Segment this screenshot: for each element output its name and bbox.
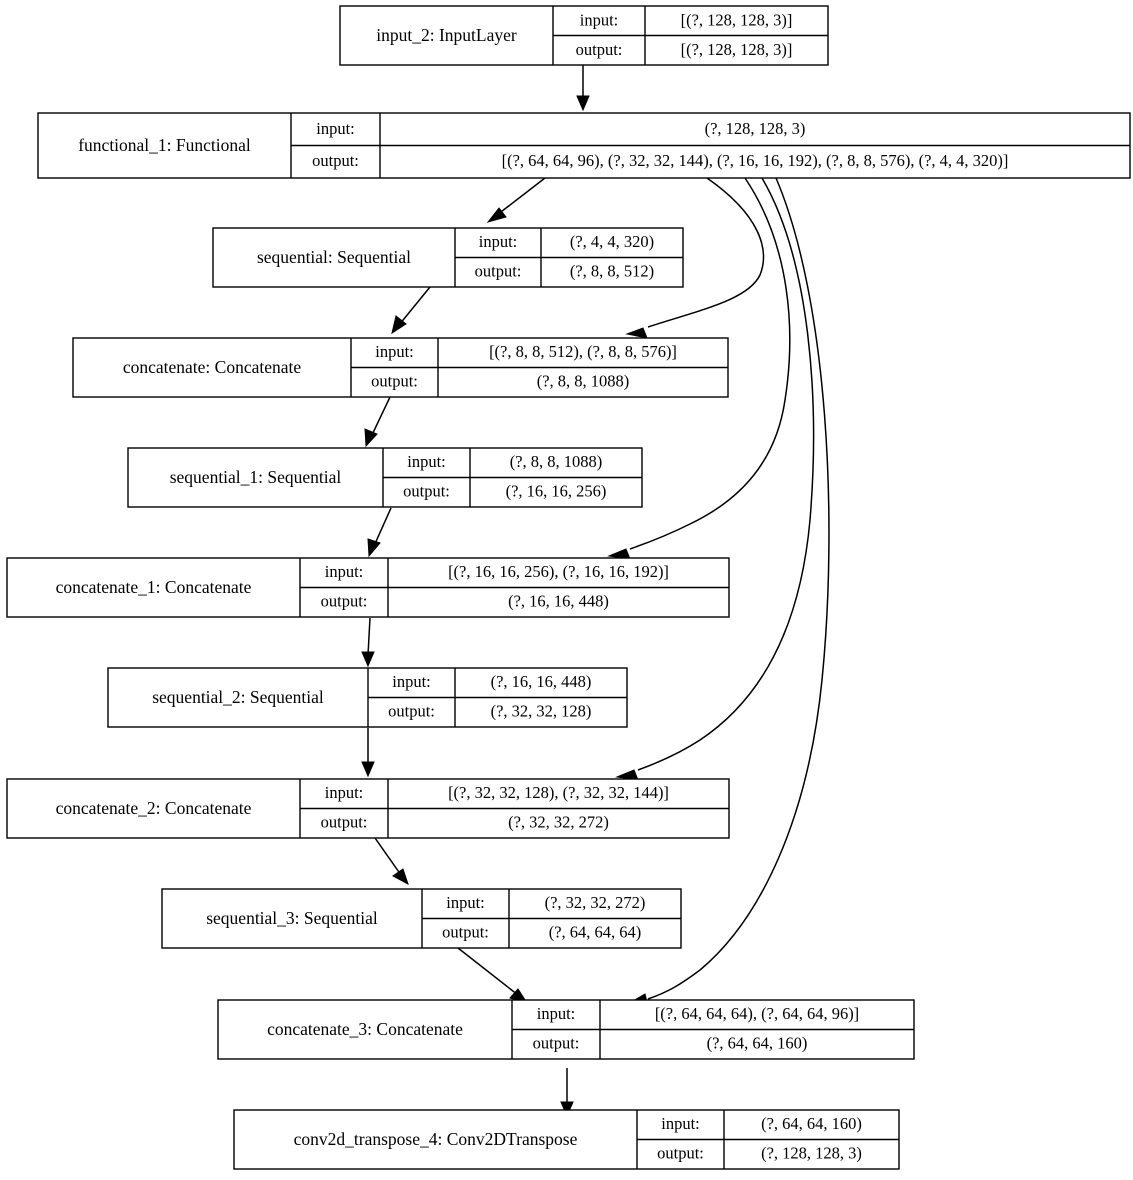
node-sequential_1-input-label: input: xyxy=(407,452,446,471)
node-concatenate-output-shape: (?, 8, 8, 1088) xyxy=(537,371,630,390)
node-sequential-output-label: output: xyxy=(475,261,522,280)
node-sequential[interactable]: sequential: Sequential input: output: (?… xyxy=(212,227,684,288)
node-sequential_3-output-shape: (?, 64, 64, 64) xyxy=(549,922,642,941)
node-concatenate_1-output-label: output: xyxy=(321,591,368,610)
node-concatenate-input-label: input: xyxy=(375,342,414,361)
edge-concatenate_2-to-sequential_3 xyxy=(374,837,409,886)
node-sequential_2-input-shape: (?, 16, 16, 448) xyxy=(491,672,592,691)
node-input_2-title: input_2: InputLayer xyxy=(376,25,517,45)
node-concatenate_1-input-shape: [(?, 16, 16, 256), (?, 16, 16, 192)] xyxy=(448,562,669,581)
node-input_2-output-label: output: xyxy=(576,40,623,59)
node-input_2-output-shape: [(?, 128, 128, 3)] xyxy=(681,40,793,59)
node-concatenate_3-input-label: input: xyxy=(537,1004,576,1023)
node-sequential_1-output-label: output: xyxy=(403,481,450,500)
node-concatenate_3-title: concatenate_3: Concatenate xyxy=(267,1019,463,1039)
edge-concatenate_3-to-conv2d_transpose_4 xyxy=(560,1068,574,1118)
node-sequential_3-input-shape: (?, 32, 32, 272) xyxy=(545,893,646,912)
node-sequential_2-output-label: output: xyxy=(388,701,435,720)
edge-concatenate_1-to-sequential_2 xyxy=(361,617,375,668)
edge-sequential_2-to-concatenate_2 xyxy=(361,728,375,778)
node-concatenate_3-output-label: output: xyxy=(533,1033,580,1052)
edge-functional_1-to-concatenate_2-skip xyxy=(615,177,815,781)
node-sequential_2-output-shape: (?, 32, 32, 128) xyxy=(491,701,592,720)
node-conv2d_transpose_4-output-shape: (?, 128, 128, 3) xyxy=(761,1143,862,1162)
node-sequential_1-input-shape: (?, 8, 8, 1088) xyxy=(510,452,603,471)
node-conv2d_transpose_4[interactable]: conv2d_transpose_4: Conv2DTranspose inpu… xyxy=(233,1109,900,1170)
node-concatenate-title: concatenate: Concatenate xyxy=(123,357,302,377)
node-concatenate_2-input-shape: [(?, 32, 32, 128), (?, 32, 32, 144)] xyxy=(448,783,669,802)
node-functional_1-output-label: output: xyxy=(312,151,359,170)
node-concatenate_1-input-label: input: xyxy=(325,562,364,581)
node-concatenate_2[interactable]: concatenate_2: Concatenate input: output… xyxy=(6,778,730,839)
node-concatenate_2-input-label: input: xyxy=(325,783,364,802)
edge-concatenate-to-sequential_1 xyxy=(364,396,391,448)
node-input_2-input-shape: [(?, 128, 128, 3)] xyxy=(681,10,793,29)
edge-sequential_1-to-concatenate_1 xyxy=(367,507,392,558)
node-conv2d_transpose_4-output-label: output: xyxy=(657,1143,704,1162)
edge-sequential_3-to-concatenate_3 xyxy=(457,947,529,1004)
node-sequential_3[interactable]: sequential_3: Sequential input: output: … xyxy=(161,888,682,949)
node-concatenate_2-output-shape: (?, 32, 32, 272) xyxy=(508,812,609,831)
node-sequential_3-output-label: output: xyxy=(442,922,489,941)
node-sequential-title: sequential: Sequential xyxy=(257,247,411,267)
node-sequential_1-title: sequential_1: Sequential xyxy=(170,467,342,487)
node-concatenate-output-label: output: xyxy=(371,371,418,390)
node-sequential-input-label: input: xyxy=(479,232,518,251)
node-concatenate-input-shape: [(?, 8, 8, 512), (?, 8, 8, 576)] xyxy=(489,342,677,361)
node-concatenate_1-title: concatenate_1: Concatenate xyxy=(56,577,252,597)
node-sequential-output-shape: (?, 8, 8, 512) xyxy=(570,261,654,280)
edge-functional_1-to-sequential xyxy=(486,177,546,223)
node-concatenate_2-output-label: output: xyxy=(321,812,368,831)
node-sequential_3-title: sequential_3: Sequential xyxy=(206,908,378,928)
node-conv2d_transpose_4-input-label: input: xyxy=(661,1114,700,1133)
node-concatenate[interactable]: concatenate: Concatenate input: output: … xyxy=(72,337,729,398)
node-concatenate_3-input-shape: [(?, 64, 64, 64), (?, 64, 64, 96)] xyxy=(655,1004,859,1023)
edge-input_2-to-functional_1 xyxy=(576,65,590,112)
node-conv2d_transpose_4-title: conv2d_transpose_4: Conv2DTranspose xyxy=(294,1129,578,1149)
node-input_2[interactable]: input_2: InputLayer input: output: [(?, … xyxy=(339,5,829,66)
node-functional_1[interactable]: functional_1: Functional input: output: … xyxy=(37,112,1131,179)
edge-functional_1-to-concatenate-skip xyxy=(625,177,765,339)
node-functional_1-output-shape: [(?, 64, 64, 96), (?, 32, 32, 144), (?, … xyxy=(502,151,1009,170)
node-functional_1-input-label: input: xyxy=(316,119,355,138)
node-concatenate_1-output-shape: (?, 16, 16, 448) xyxy=(508,591,609,610)
node-sequential_3-input-label: input: xyxy=(446,893,485,912)
node-conv2d_transpose_4-input-shape: (?, 64, 64, 160) xyxy=(761,1114,862,1133)
node-concatenate_3-output-shape: (?, 64, 64, 160) xyxy=(707,1033,808,1052)
edge-layer xyxy=(361,65,830,1118)
node-concatenate_3[interactable]: concatenate_3: Concatenate input: output… xyxy=(217,999,915,1060)
node-functional_1-input-shape: (?, 128, 128, 3) xyxy=(705,119,806,138)
node-functional_1-title: functional_1: Functional xyxy=(78,135,251,155)
node-sequential_1[interactable]: sequential_1: Sequential input: output: … xyxy=(127,447,643,508)
node-sequential_1-output-shape: (?, 16, 16, 256) xyxy=(506,481,607,500)
node-concatenate_1[interactable]: concatenate_1: Concatenate input: output… xyxy=(6,557,730,618)
node-input_2-input-label: input: xyxy=(580,10,619,29)
node-sequential_2-title: sequential_2: Sequential xyxy=(152,687,324,707)
node-sequential_2-input-label: input: xyxy=(392,672,431,691)
node-concatenate_2-title: concatenate_2: Concatenate xyxy=(56,798,252,818)
node-sequential-input-shape: (?, 4, 4, 320) xyxy=(570,232,654,251)
edge-sequential-to-concatenate xyxy=(391,286,431,335)
node-sequential_2[interactable]: sequential_2: Sequential input: output: … xyxy=(107,667,628,728)
